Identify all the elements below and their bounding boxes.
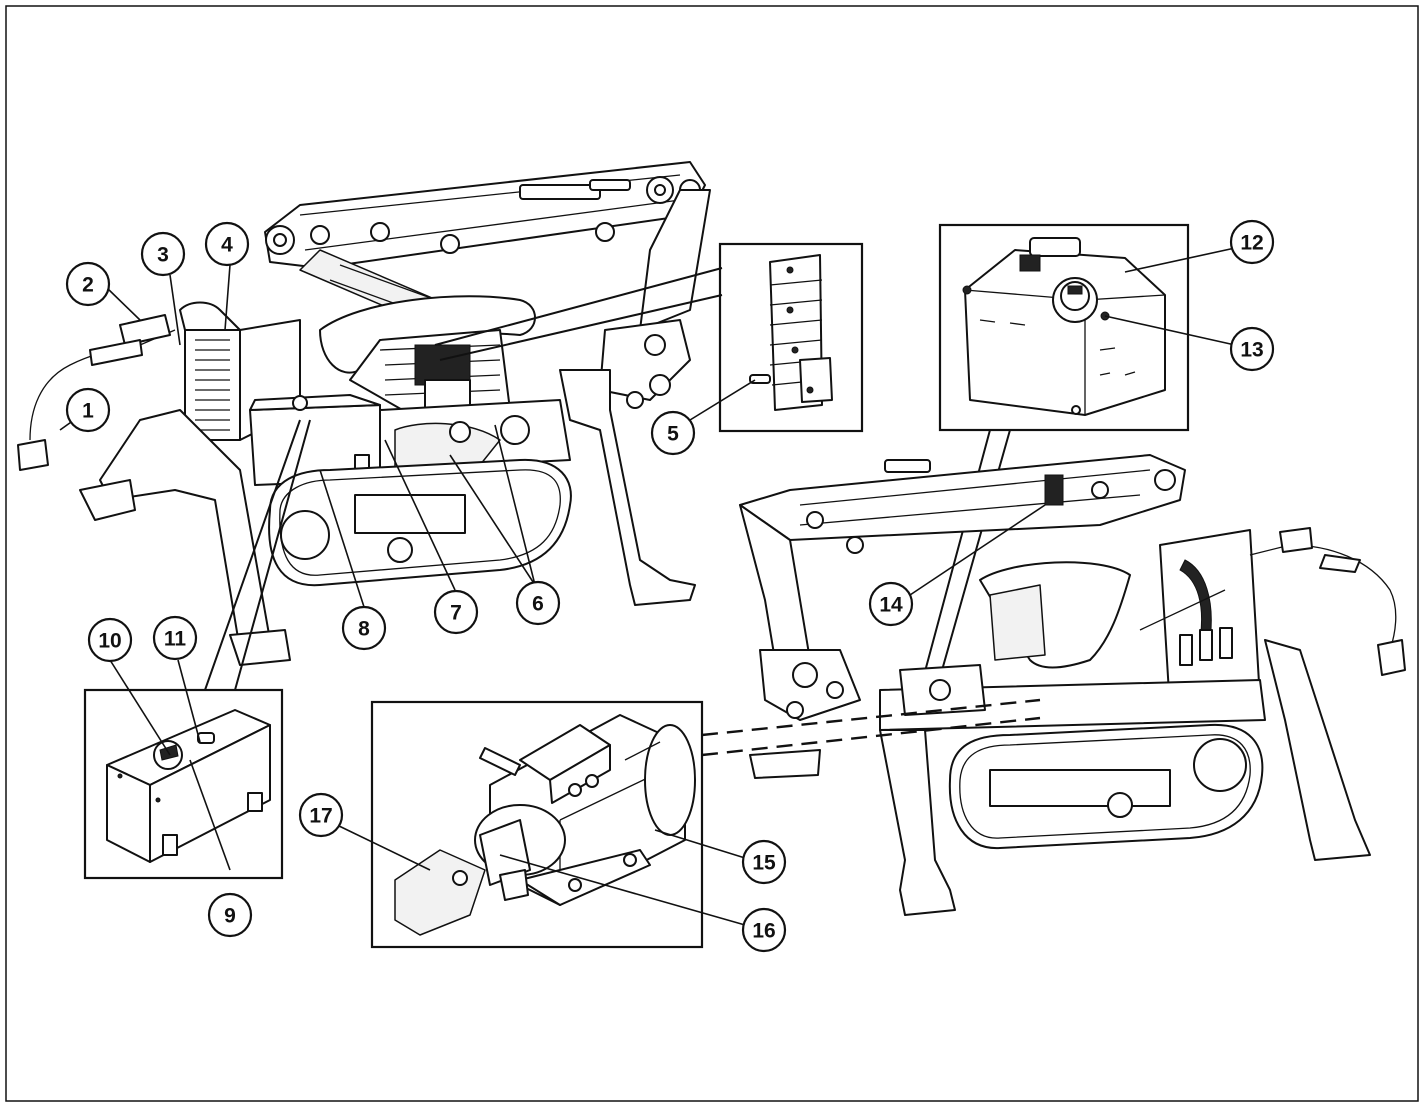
callout-1: 1 — [65, 387, 111, 433]
callout-label: 17 — [309, 805, 332, 828]
callout-label: 1 — [82, 400, 94, 423]
callout-12: 12 — [1229, 219, 1275, 265]
callout-label: 11 — [164, 628, 187, 651]
demolition-robot-rear-view — [739, 454, 1406, 916]
callout-3: 3 — [140, 231, 186, 277]
hydraulic-tank-inset — [938, 223, 1190, 432]
callout-5: 5 — [650, 410, 696, 456]
callout-label: 14 — [879, 594, 903, 617]
callout-8: 8 — [341, 605, 387, 651]
callout-7: 7 — [433, 589, 479, 635]
callout-9: 9 — [207, 892, 253, 938]
callout-6: 6 — [515, 580, 561, 626]
electrical-box-inset — [83, 688, 284, 880]
callout-label: 3 — [157, 244, 169, 267]
callout-4: 4 — [204, 221, 250, 267]
callout-label: 15 — [752, 852, 776, 875]
callout-15: 15 — [741, 839, 787, 885]
callout-label: 2 — [82, 274, 94, 297]
motor-pump-inset — [370, 700, 704, 949]
callout-11: 11 — [152, 615, 198, 661]
callout-label: 13 — [1240, 339, 1263, 362]
callout-17: 17 — [298, 792, 344, 838]
callout-13: 13 — [1229, 326, 1275, 372]
callout-14: 14 — [868, 581, 914, 627]
callout-label: 5 — [667, 423, 679, 446]
callout-label: 6 — [532, 593, 544, 616]
callout-label: 9 — [224, 905, 236, 928]
demolition-robot-front-view — [17, 161, 711, 666]
callout-16: 16 — [741, 907, 787, 953]
callout-label: 16 — [752, 920, 775, 943]
valve-block-inset — [718, 242, 864, 433]
callout-label: 7 — [450, 602, 462, 625]
callout-2: 2 — [65, 261, 111, 307]
callout-label: 4 — [221, 234, 233, 257]
callout-label: 8 — [358, 618, 370, 641]
callout-10: 10 — [87, 617, 133, 663]
callout-label: 10 — [98, 630, 121, 653]
callout-label: 12 — [1240, 232, 1263, 255]
